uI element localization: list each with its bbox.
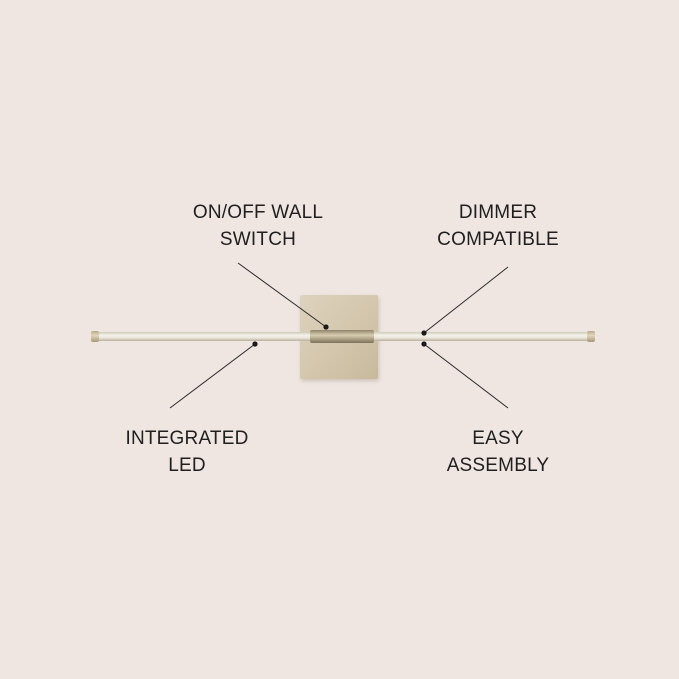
callout-assembly: EASY ASSEMBLY xyxy=(420,425,576,479)
callout-led-line2: LED xyxy=(168,455,206,476)
callout-led: INTEGRATED LED xyxy=(109,425,265,479)
switch-callout-dot xyxy=(323,324,329,330)
switch-sleeve xyxy=(310,330,374,343)
right-end-cap xyxy=(587,331,595,342)
callout-switch-line2: SWITCH xyxy=(219,229,297,250)
dimmer-leader-line xyxy=(423,266,509,334)
assembly-callout-dot xyxy=(421,341,427,347)
switch-leader-line xyxy=(237,262,327,328)
callout-switch: ON/OFF WALL SWITCH xyxy=(180,199,336,253)
callout-dimmer-line2: COMPATIBLE xyxy=(437,229,559,250)
led-callout-dot xyxy=(252,341,258,347)
callout-dimmer: DIMMER COMPATIBLE xyxy=(420,199,576,253)
callout-led-line1: INTEGRATED xyxy=(125,428,249,449)
assembly-leader-line xyxy=(423,343,509,409)
callout-switch-line1: ON/OFF WALL xyxy=(192,202,324,223)
left-end-cap xyxy=(91,331,99,342)
callout-assembly-line1: EASY xyxy=(472,428,524,449)
callout-dimmer-line1: DIMMER xyxy=(458,202,538,223)
callout-assembly-line2: ASSEMBLY xyxy=(446,455,550,476)
led-leader-line xyxy=(169,343,256,409)
dimmer-callout-dot xyxy=(421,330,427,336)
